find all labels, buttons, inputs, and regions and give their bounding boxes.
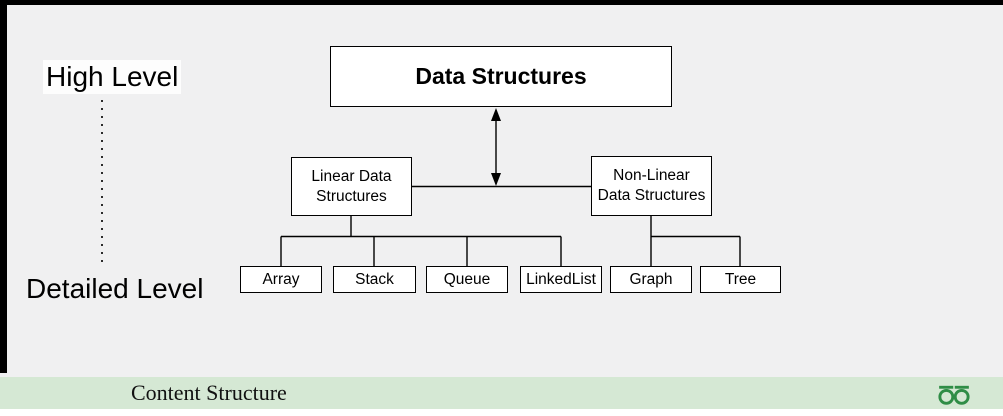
label-line: Structures <box>316 187 387 205</box>
root-arrow-head-up <box>491 108 501 121</box>
node-stack: Stack <box>333 266 416 293</box>
label-line: Non-Linear <box>613 167 690 184</box>
node-queue: Queue <box>426 266 508 293</box>
geeksforgeeks-logo-icon <box>938 385 970 405</box>
node-linear-data-structures: Linear Data Structures <box>291 157 412 216</box>
label-line: Linear Data <box>311 167 392 185</box>
node-data-structures: Data Structures <box>330 46 672 107</box>
footer-title: Content Structure <box>131 380 287 405</box>
node-label: Linear Data Structures <box>311 167 391 207</box>
level-dotted-divider <box>101 100 103 268</box>
label-line: Data Structures <box>597 187 706 204</box>
footer-bottom-strip <box>0 409 1003 416</box>
node-graph: Graph <box>610 266 692 293</box>
detailed-level-label: Detailed Level <box>26 273 204 304</box>
node-non-linear-data-structures: Non-Linear Data Structures <box>591 156 712 216</box>
node-linkedlist: LinkedList <box>520 266 602 293</box>
canvas-top-edge <box>0 0 1003 5</box>
canvas-left-edge <box>0 0 7 373</box>
node-tree: Tree <box>700 266 781 293</box>
root-arrow-head-down <box>491 173 501 186</box>
high-level-label: High Level <box>43 60 182 94</box>
node-array: Array <box>240 266 322 293</box>
footer-band: Content Structure <box>0 377 1003 409</box>
node-label: Non-Linear Data Structures <box>598 166 706 206</box>
